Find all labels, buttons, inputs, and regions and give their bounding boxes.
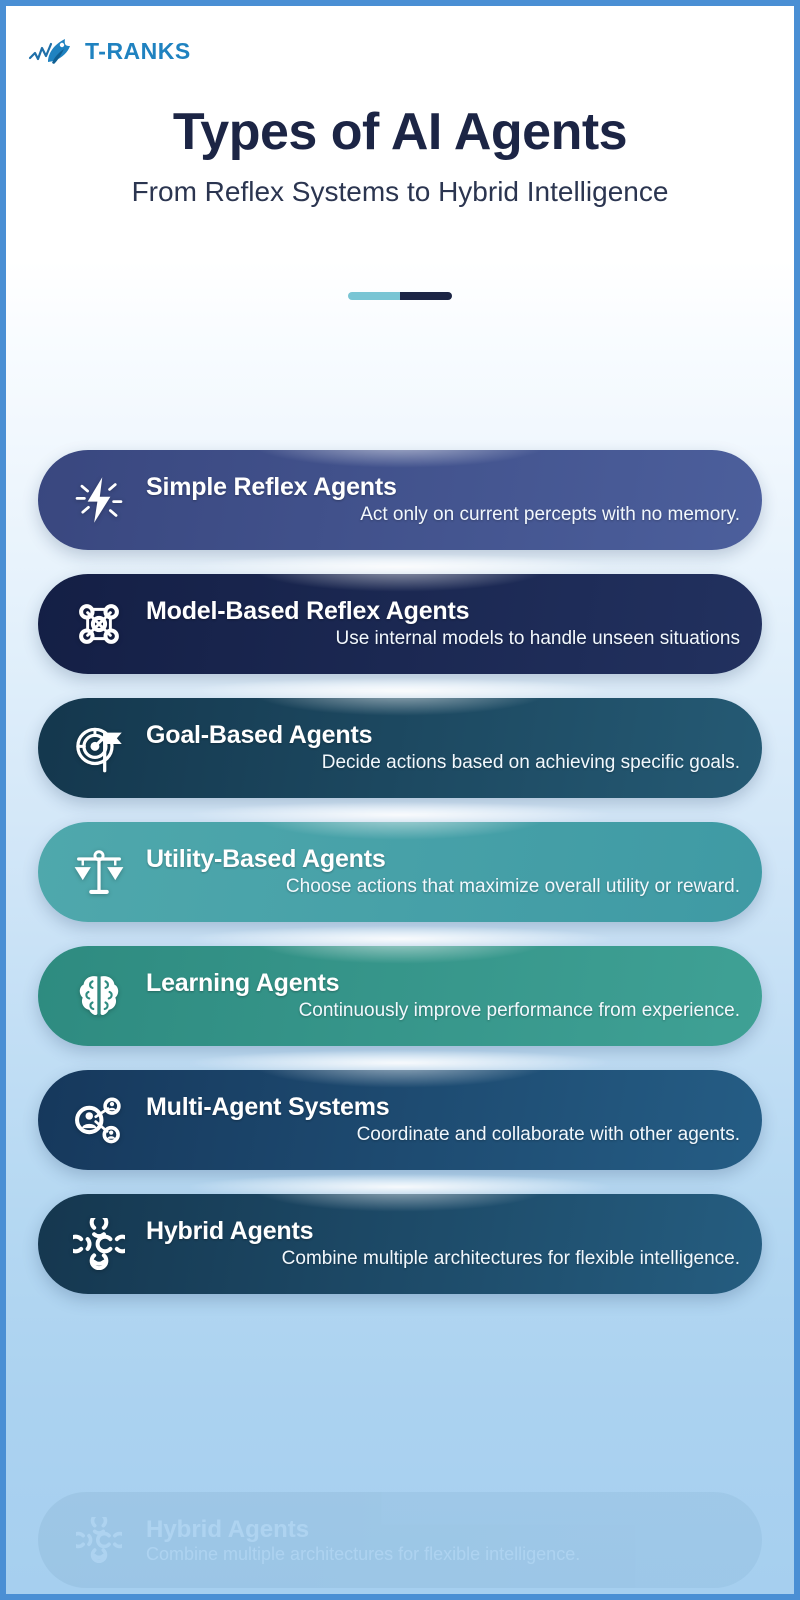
target-flag-icon: [66, 715, 132, 781]
agent-type-description: Use internal models to handle unseen sit…: [335, 628, 740, 650]
rocket-chart-icon: [28, 34, 80, 68]
agent-type-title: Hybrid Agents: [146, 1217, 314, 1246]
ghost-card-artifact: Hybrid Agents Combine multiple architect…: [38, 1492, 762, 1588]
agent-type-title: Multi-Agent Systems: [146, 1093, 390, 1122]
hybrid-rings-icon: [66, 1512, 132, 1568]
ghost-card-description: Combine multiple architectures for flexi…: [146, 1543, 581, 1564]
title-divider: [348, 292, 452, 300]
agent-type-title: Goal-Based Agents: [146, 721, 373, 750]
infographic-canvas: T-RANKS Types of AI Agents From Reflex S…: [6, 6, 794, 1594]
balance-scales-icon: [66, 839, 132, 905]
headline-block: Types of AI Agents From Reflex Systems t…: [6, 104, 794, 210]
page-subtitle: From Reflex Systems to Hybrid Intelligen…: [131, 176, 669, 208]
agent-type-description: Continuously improve performance from ex…: [298, 1000, 740, 1022]
network-nodes-icon: [66, 591, 132, 657]
hybrid-rings-icon: [66, 1211, 132, 1277]
agent-type-title: Utility-Based Agents: [146, 845, 386, 874]
agent-type-description: Combine multiple architectures for flexi…: [281, 1248, 740, 1270]
agent-type-description: Decide actions based on achieving specif…: [321, 752, 740, 774]
page-title: Types of AI Agents: [172, 103, 628, 161]
agent-type-description: Choose actions that maximize overall uti…: [285, 876, 740, 898]
divider-segment-navy: [400, 292, 452, 300]
agent-type-title: Learning Agents: [146, 969, 340, 998]
brand-logo[interactable]: T-RANKS: [28, 34, 191, 68]
brain-icon: [66, 963, 132, 1029]
brand-wordmark: T-RANKS: [85, 37, 191, 64]
agent-type-description: Coordinate and collaborate with other ag…: [356, 1124, 740, 1146]
ghost-card-title: Hybrid Agents: [146, 1515, 310, 1543]
multi-agent-network-icon: [66, 1087, 132, 1153]
lightning-bolt-icon: [66, 467, 132, 533]
agent-type-title: Model-Based Reflex Agents: [146, 597, 470, 626]
divider-segment-teal: [348, 292, 400, 300]
agent-type-description: Act only on current percepts with no mem…: [360, 504, 740, 526]
agent-type-title: Simple Reflex Agents: [146, 473, 397, 502]
